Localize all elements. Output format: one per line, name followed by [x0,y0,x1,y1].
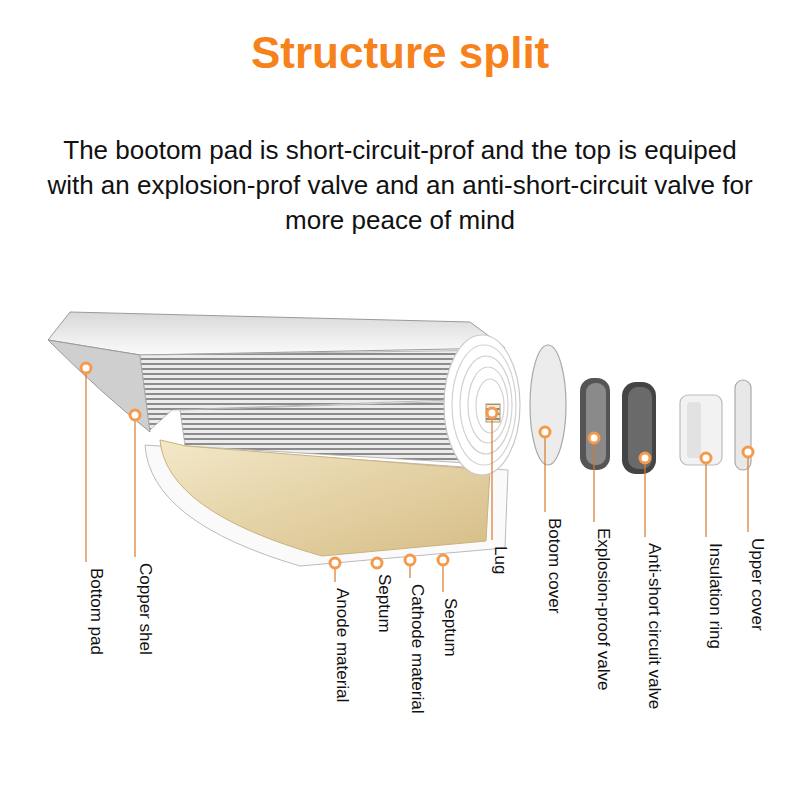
part-label: Septum [440,598,460,657]
part-label: Bottom pad [86,568,106,655]
part-label: Insulation ring [705,543,725,649]
part-label: Cathode material [407,584,427,713]
part-label: Botom cover [544,518,564,613]
part-label: Anti-short circuit valve [644,543,664,709]
part-label: Copper shel [135,563,155,655]
subtitle: The bootom pad is short-circuit-prof and… [45,133,755,238]
part-label: Explosion-proof valve [593,528,613,691]
callout-dots [81,363,753,568]
part-label: Lug [490,546,510,574]
part-label: Septum [374,574,394,633]
part-label: Anode material [332,588,352,702]
title: Structure split [251,28,549,78]
part-label: Upper cover [747,538,767,631]
